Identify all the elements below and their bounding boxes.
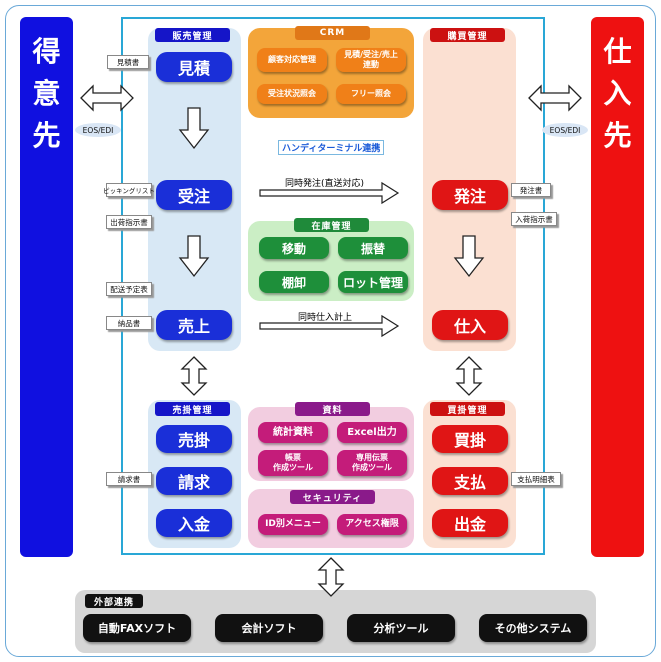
ext-analysis[interactable]: 分析ツール: [347, 614, 455, 642]
docs-form-tool[interactable]: 帳票 作成ツール: [258, 450, 328, 476]
sales-button[interactable]: 売上: [156, 310, 232, 340]
customers-char-0: 得: [32, 35, 61, 68]
ar-billing[interactable]: 請求: [156, 467, 232, 495]
arrow-order-sales: [179, 235, 209, 277]
ap-payable[interactable]: 買掛: [432, 425, 508, 453]
note-shipping: 出荷指示書: [106, 215, 152, 229]
note-delivery-plan: 配送予定表: [106, 282, 152, 296]
ar-receivable[interactable]: 売掛: [156, 425, 232, 453]
arrow-po-receive: [454, 235, 484, 277]
suppliers-char-0: 仕: [603, 35, 632, 68]
arrow-system-external: [318, 557, 344, 597]
outer-frame: [5, 5, 656, 657]
purchase-header: 購買管理: [430, 28, 505, 42]
docs-stats[interactable]: 統計資料: [258, 422, 328, 443]
crm-linkage[interactable]: 見積/受注/売上 連動: [336, 48, 406, 72]
arrow-quote-order: [179, 107, 209, 149]
sec-id-menu[interactable]: ID別メニュー: [258, 514, 328, 535]
crm-free-query[interactable]: フリー照会: [336, 84, 406, 104]
ext-other[interactable]: その他システム: [479, 614, 587, 642]
suppliers-char-2: 先: [603, 119, 632, 152]
note-quote: 見積書: [107, 55, 149, 69]
arrow-system-supplier: [528, 85, 582, 111]
docs-excel[interactable]: Excel出力: [337, 422, 407, 443]
arrow-sales-ar: [181, 356, 207, 396]
suppliers-bar: 仕入先: [591, 17, 644, 557]
order-button[interactable]: 受注: [156, 180, 232, 210]
inv-transfer[interactable]: 振替: [338, 237, 408, 259]
docs-slip-tool[interactable]: 専用伝票 作成ツール: [337, 450, 407, 476]
sales-header: 販売管理: [155, 28, 230, 42]
inv-move[interactable]: 移動: [259, 237, 329, 259]
ext-accounting[interactable]: 会計ソフト: [215, 614, 323, 642]
eos-right: EOS/EDI: [542, 123, 588, 137]
docs-header: 資料: [295, 402, 370, 416]
inv-lot[interactable]: ロット管理: [338, 271, 408, 293]
note-po: 発注書: [511, 183, 551, 197]
ap-payment[interactable]: 支払: [432, 467, 508, 495]
note-payment: 支払明細表: [511, 472, 561, 486]
simultaneous-label: 同時仕入計上: [298, 313, 353, 323]
suppliers-char-1: 入: [603, 77, 632, 110]
ap-disbursement[interactable]: 出金: [432, 509, 508, 537]
inventory-header: 在庫管理: [294, 218, 369, 232]
inv-stocktake[interactable]: 棚卸: [259, 271, 329, 293]
sec-access[interactable]: アクセス権限: [337, 514, 407, 535]
note-picking: ピッキングリスト: [103, 183, 155, 197]
arrow-receive-ap: [456, 356, 482, 396]
external-header: 外部連携: [85, 594, 143, 608]
ar-payment[interactable]: 入金: [156, 509, 232, 537]
ext-fax[interactable]: 自動FAXソフト: [83, 614, 191, 642]
crm-order-status[interactable]: 受注状況照会: [257, 84, 327, 104]
customers-bar: 得意先: [20, 17, 73, 557]
note-delivery: 納品書: [106, 316, 152, 330]
note-invoice: 請求書: [106, 472, 152, 486]
crm-header: CRM: [295, 26, 370, 40]
handy-terminal-label: ハンディターミナル連携: [278, 140, 385, 155]
direct-order-label: 同時発注(直送対応): [285, 179, 365, 189]
crm-customer-support[interactable]: 顧客対応管理: [257, 48, 327, 72]
quote-button[interactable]: 見積: [156, 52, 232, 82]
note-receiving: 入荷指示書: [511, 212, 557, 226]
security-header: セキュリティ: [290, 490, 375, 504]
po-button[interactable]: 発注: [432, 180, 508, 210]
customers-char-1: 意: [32, 77, 61, 110]
receive-button[interactable]: 仕入: [432, 310, 508, 340]
arrow-customer-system: [80, 85, 134, 111]
eos-left: EOS/EDI: [75, 123, 121, 137]
customers-char-2: 先: [32, 119, 61, 152]
receivable-header: 売掛管理: [155, 402, 230, 416]
payable-header: 買掛管理: [430, 402, 505, 416]
